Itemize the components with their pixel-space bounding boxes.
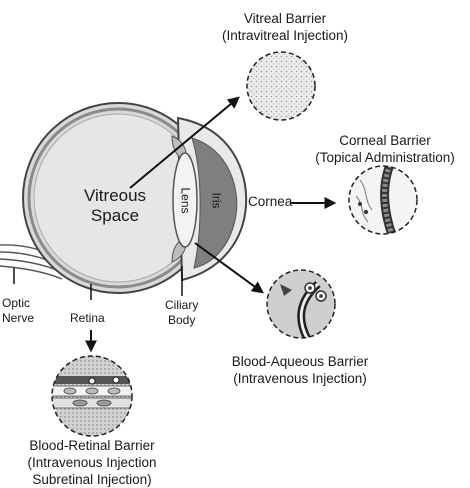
vitreal-barrier-inset <box>247 52 315 120</box>
blood-retinal-barrier-inset <box>50 356 134 436</box>
blood-aqueous-barrier-inset <box>267 270 335 340</box>
vitreal-barrier-label: Vitreal Barrier (Intravitreal Injection) <box>195 10 375 44</box>
cornea-label: Cornea <box>248 193 292 210</box>
corneal-barrier-inset <box>349 160 417 240</box>
ciliary-body-label: Ciliary Body <box>165 298 198 328</box>
vitreous-space-label: Vitreous Space <box>84 186 146 226</box>
iris-label: Iris <box>209 186 224 216</box>
blood-aqueous-barrier-label: Blood-Aqueous Barrier (Intravenous Injec… <box>210 353 390 387</box>
blood-retinal-barrier-label: Blood-Retinal Barrier (Intravenous Injec… <box>6 437 178 488</box>
retina-label: Retina <box>70 311 105 326</box>
lens-label: Lens <box>178 184 193 218</box>
corneal-barrier-label: Corneal Barrier (Topical Administration) <box>304 132 466 166</box>
optic-nerve-label: Optic Nerve <box>2 296 34 326</box>
